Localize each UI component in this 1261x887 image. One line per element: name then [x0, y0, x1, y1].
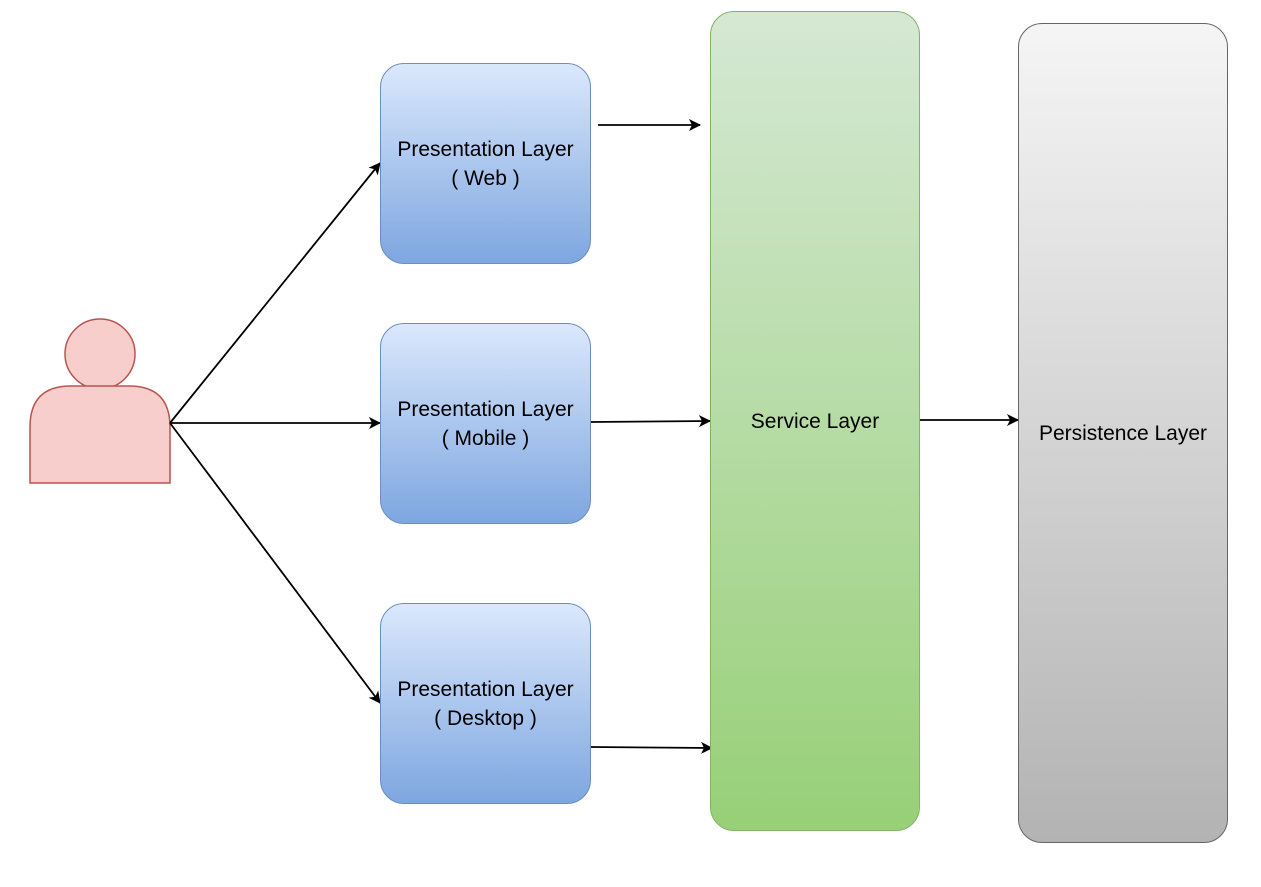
presentation-layer-mobile[interactable]: Presentation Layer ( Mobile ) — [380, 323, 591, 524]
presentation-mobile-subtitle: ( Mobile ) — [441, 426, 530, 450]
presentation-layer-desktop[interactable]: Presentation Layer ( Desktop ) — [380, 603, 591, 804]
service-layer-label: Service Layer — [750, 410, 880, 433]
presentation-desktop-subtitle: ( Desktop ) — [434, 706, 537, 730]
presentation-web-title: Presentation Layer — [397, 137, 574, 161]
service-layer[interactable]: Service Layer — [710, 11, 920, 831]
presentation-layer-web[interactable]: Presentation Layer ( Web ) — [380, 63, 591, 264]
edge-user-to-desktop — [169, 422, 381, 704]
presentation-mobile-title: Presentation Layer — [397, 397, 574, 421]
edge-desktop-to-service — [590, 741, 713, 754]
edge-mobile-to-service — [590, 415, 711, 428]
persistence-layer-label: Persistence Layer — [1038, 421, 1208, 445]
edge-user-to-web — [169, 162, 381, 424]
presentation-web-subtitle: ( Web ) — [451, 166, 520, 190]
presentation-desktop-title: Presentation Layer — [397, 677, 574, 701]
persistence-layer[interactable]: Persistence Layer — [1018, 23, 1228, 843]
user-icon — [29, 318, 171, 484]
